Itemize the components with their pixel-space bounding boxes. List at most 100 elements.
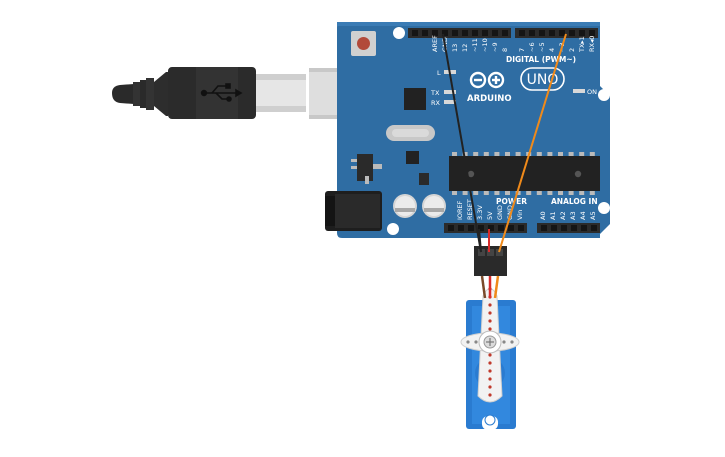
smd-component — [419, 173, 429, 185]
power-header-pin-socket[interactable] — [458, 225, 464, 231]
top-pin-label: AREF — [431, 35, 439, 52]
l-led-label: L — [437, 69, 441, 77]
power-pin-label: Vin — [516, 210, 524, 220]
analog-header-pin-socket[interactable] — [571, 225, 577, 231]
mounting-hole — [598, 89, 610, 101]
digital-header-pin-socket[interactable] — [502, 30, 508, 36]
top-pin-label: RX◂0 — [588, 36, 596, 52]
usb-symbol-icon — [200, 83, 243, 102]
analog-pin-label: A5 — [589, 211, 597, 220]
analog-pin-label: A3 — [569, 211, 577, 220]
power-label: POWER — [496, 197, 527, 206]
rx-label: RX — [431, 99, 441, 107]
horn-hole — [502, 340, 506, 344]
analog-header-pin-socket[interactable] — [551, 225, 557, 231]
top-pin-label: ~9 — [491, 42, 499, 52]
usb-chip — [404, 88, 426, 110]
horn-hole — [466, 340, 470, 344]
horn-hole — [488, 327, 492, 331]
power-jack — [325, 191, 382, 231]
digital-header-pin-socket[interactable] — [452, 30, 458, 36]
tx-led — [444, 90, 456, 94]
digital-header-pin-socket[interactable] — [432, 30, 438, 36]
digital-header-pin-socket[interactable] — [549, 30, 555, 36]
analog-pin-label: A1 — [549, 211, 557, 220]
digital-header-pin-socket[interactable] — [412, 30, 418, 36]
digital-header-pin-socket[interactable] — [519, 30, 525, 36]
digital-header — [408, 28, 598, 38]
power-header-pin-socket[interactable] — [468, 225, 474, 231]
power-header-pin-socket[interactable] — [498, 225, 504, 231]
digital-header-pin-socket[interactable] — [462, 30, 468, 36]
servo-connector — [474, 246, 507, 276]
top-pin-label: 8 — [501, 48, 509, 52]
digital-label: DIGITAL (PWM~) — [506, 55, 576, 64]
horn-hole — [488, 303, 492, 307]
mounting-hole — [387, 223, 399, 235]
servo-cable — [480, 275, 500, 299]
reset-button[interactable] — [351, 31, 376, 56]
digital-header-pin-socket[interactable] — [472, 30, 478, 36]
digital-header-pin-socket[interactable] — [589, 30, 595, 36]
analog-header-pin-socket[interactable] — [591, 225, 597, 231]
top-pin-label: 7 — [518, 48, 526, 52]
digital-header-pin-socket[interactable] — [559, 30, 565, 36]
digital-header-pin-socket[interactable] — [539, 30, 545, 36]
gnd-wire-bottom[interactable] — [478, 228, 482, 253]
top-pin-label: ~5 — [538, 42, 546, 52]
power-pin-label: 3.3V — [476, 205, 484, 220]
horn-hole — [488, 385, 492, 389]
model-badge — [520, 67, 565, 91]
digital-header-pin-socket[interactable] — [442, 30, 448, 36]
analog-pin-label: A0 — [539, 211, 547, 220]
top-pin-label: 12 — [461, 44, 469, 52]
power-header-pin-socket[interactable] — [448, 225, 454, 231]
analog-header-pin-socket[interactable] — [581, 225, 587, 231]
digital-header-pin-socket[interactable] — [482, 30, 488, 36]
top-pin-label: 2 — [568, 48, 576, 52]
power-header-pin-socket[interactable] — [518, 225, 524, 231]
gnd-wire[interactable] — [442, 33, 482, 253]
digital-header-pin-socket[interactable] — [422, 30, 428, 36]
power-pin-label: 5V — [486, 211, 494, 220]
rx-led — [444, 100, 456, 104]
mounting-hole — [393, 27, 405, 39]
horn-hole — [488, 361, 492, 365]
microcontroller-chip — [449, 152, 600, 195]
servo-horn — [460, 287, 520, 403]
power-pin-label: GND — [506, 205, 514, 220]
top-pin-label: 13 — [451, 44, 459, 52]
power-pin-label: GND — [496, 205, 504, 220]
digital-header-pin-socket[interactable] — [569, 30, 575, 36]
analog-label: ANALOG IN — [551, 197, 598, 206]
top-pin-label: TX▸1 — [578, 36, 586, 53]
signal-wire[interactable] — [498, 33, 567, 253]
power-header-pin-socket[interactable] — [478, 225, 484, 231]
horn-hole — [488, 353, 492, 357]
horn-hole — [474, 340, 478, 344]
horn-hole — [510, 340, 514, 344]
top-pin-label: ~11 — [471, 38, 479, 52]
power-header-pin-socket[interactable] — [508, 225, 514, 231]
voltage-regulator — [351, 154, 382, 184]
horn-hole — [488, 377, 492, 381]
power-header — [444, 223, 527, 233]
mounting-hole — [598, 202, 610, 214]
arduino-logo-icon — [469, 71, 505, 89]
digital-header-pin-socket[interactable] — [529, 30, 535, 36]
analog-header-pin-socket[interactable] — [561, 225, 567, 231]
on-label: ON — [587, 88, 597, 96]
horn-hole — [488, 369, 492, 373]
capacitor — [422, 194, 446, 218]
analog-header-pin-socket[interactable] — [541, 225, 547, 231]
digital-header-pin-socket[interactable] — [579, 30, 585, 36]
horn-hole — [488, 393, 492, 397]
analog-pin-label: A4 — [579, 211, 587, 220]
power-header-pin-socket[interactable] — [488, 225, 494, 231]
on-led — [573, 89, 585, 93]
digital-header-pin-socket[interactable] — [492, 30, 498, 36]
top-pin-label: ~10 — [481, 38, 489, 52]
tx-label: TX — [430, 89, 440, 97]
